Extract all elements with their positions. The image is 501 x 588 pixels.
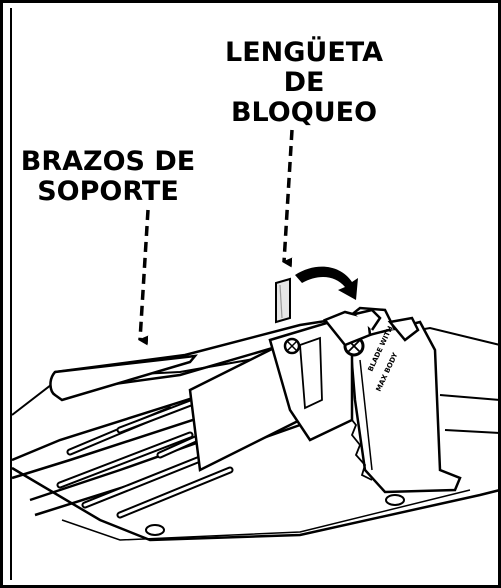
lock-tab bbox=[275, 277, 291, 324]
support-arms-label: BRAZOS DE SOPORTE bbox=[10, 147, 206, 207]
support-arms-label-line-2: SOPORTE bbox=[37, 176, 179, 207]
rotation-arrow-icon bbox=[295, 266, 358, 300]
saw-table bbox=[11, 326, 501, 542]
support-arms bbox=[11, 308, 382, 519]
lock-tab-label-line-2: DE bbox=[283, 67, 325, 98]
lock-tab-label-line-3: BLOQUEO bbox=[230, 97, 378, 128]
frame-inner-rule bbox=[10, 8, 12, 580]
dashed-pointer-arrow-icon bbox=[138, 129, 294, 346]
lock-tab-label: LENGÜETA DE BLOQUEO bbox=[214, 38, 394, 128]
support-arms-label-line-1: BRAZOS DE bbox=[20, 146, 196, 177]
lock-tab-label-line-1: LENGÜETA bbox=[225, 37, 383, 68]
